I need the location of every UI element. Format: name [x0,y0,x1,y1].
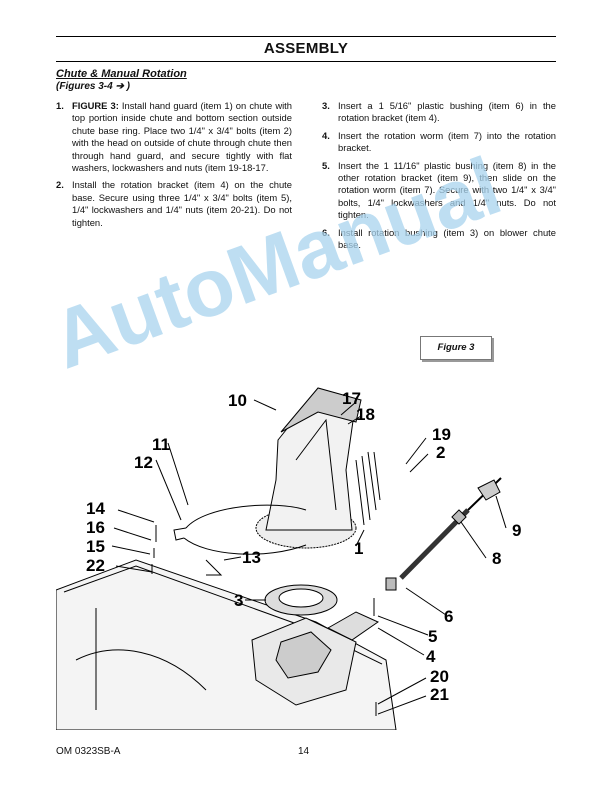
step-1: 1. FIGURE 3: Install hand guard (item 1)… [56,100,292,174]
hand-guard [355,451,381,526]
leader-line [111,545,151,555]
callout-18: 18 [356,405,375,424]
callout-14: 14 [86,499,105,518]
document-code: OM 0323SB-A [56,746,121,757]
chute-clamp-ring [183,504,307,555]
callout-8: 8 [492,549,501,568]
step-lead: FIGURE 3: [72,100,119,111]
step-text: FIGURE 3: Install hand guard (item 1) on… [72,100,292,174]
figure-reference: (Figures 3-4 ➔ ) [56,81,130,92]
bushing-6 [385,577,397,591]
step-number: 4. [322,129,330,141]
exploded-diagram: 10 17 18 19 2 11 12 14 16 15 22 13 3 1 6… [56,387,521,730]
step-number: 2. [56,179,64,191]
callout-11: 11 [152,435,170,454]
callout-22: 22 [86,556,105,575]
leader-line [377,615,429,636]
rotation-bushing-inner [278,588,324,608]
leader-line [115,565,153,573]
leader-line [377,695,427,715]
bolt [151,525,157,574]
step-number: 1. [56,100,64,111]
clamp-tab [205,559,223,576]
leader-line [340,401,357,416]
callout-1: 1 [354,539,363,558]
callout-17: 17 [342,389,361,408]
leader-line [405,437,427,465]
chute-base-opening [275,631,332,679]
leader-line [253,399,277,411]
step-3: 3. Insert a 1 5/16" plastic bushing (ite… [322,100,556,125]
callout-3: 3 [234,591,243,610]
chute-inner-edge [295,418,337,511]
step-5: 5. Insert the 1 11/16" plastic bushing (… [322,160,556,222]
callout-9: 9 [512,521,521,540]
leader-line [377,627,425,656]
step-text: Install the rotation bracket (item 4) on… [72,179,292,228]
chute-top [280,387,362,433]
step-4: 4. Insert the rotation worm (item 7) int… [322,130,556,155]
rotation-bracket-9 [477,479,501,501]
leader-line [347,415,362,425]
callout-5: 5 [428,627,437,646]
callout-4: 4 [426,647,436,666]
leader-line [355,529,365,547]
leader-line [117,509,155,523]
leader-line [113,527,152,541]
step-text: Insert the rotation worm (item 7) into t… [338,129,556,154]
step-2: 2. Install the rotation bracket (item 4)… [56,179,292,229]
page-number: 14 [298,746,310,757]
instructions-right-column: 3. Insert a 1 5/16" plastic bushing (ite… [322,100,556,256]
clamp-tab [173,527,187,541]
leader-line [223,556,242,561]
leader-line [167,442,189,506]
leader-line [409,453,429,473]
step-text: Insert the 1 11/16" plastic bushing (ite… [338,159,556,221]
callout-12: 12 [134,453,153,472]
step-6: 6. Install rotation bushing (item 3) on … [322,227,556,252]
callout-21: 21 [430,685,449,704]
callout-6: 6 [444,607,453,626]
callout-2: 2 [436,443,445,462]
rotation-bracket [326,611,380,641]
instructions-left-column: 1. FIGURE 3: Install hand guard (item 1)… [56,100,292,234]
step-number: 6. [322,226,330,238]
callout-19: 19 [432,425,451,444]
bushing-8 [451,509,467,525]
section-heading: Chute & Manual Rotation [56,68,187,80]
section-title: ASSEMBLY [56,36,556,62]
figure-label: Figure 3 [420,336,492,360]
callout-16: 16 [86,518,105,537]
step-text: Insert a 1 5/16" plastic bushing (item 6… [338,100,556,124]
leader-line [155,459,182,521]
callout-10: 10 [228,391,247,410]
housing-edge [75,649,207,691]
callout-20: 20 [430,667,449,686]
callout-15: 15 [86,537,105,556]
leader-line [405,587,447,616]
step-body: Install hand guard (item 1) on chute wit… [72,100,292,174]
leader-line [460,521,487,559]
callout-13: 13 [242,548,261,567]
step-number: 3. [322,100,330,111]
step-number: 5. [322,159,330,171]
leader-line [495,495,507,529]
step-text: Install rotation bushing (item 3) on blo… [338,226,556,251]
leader-line [377,677,427,705]
